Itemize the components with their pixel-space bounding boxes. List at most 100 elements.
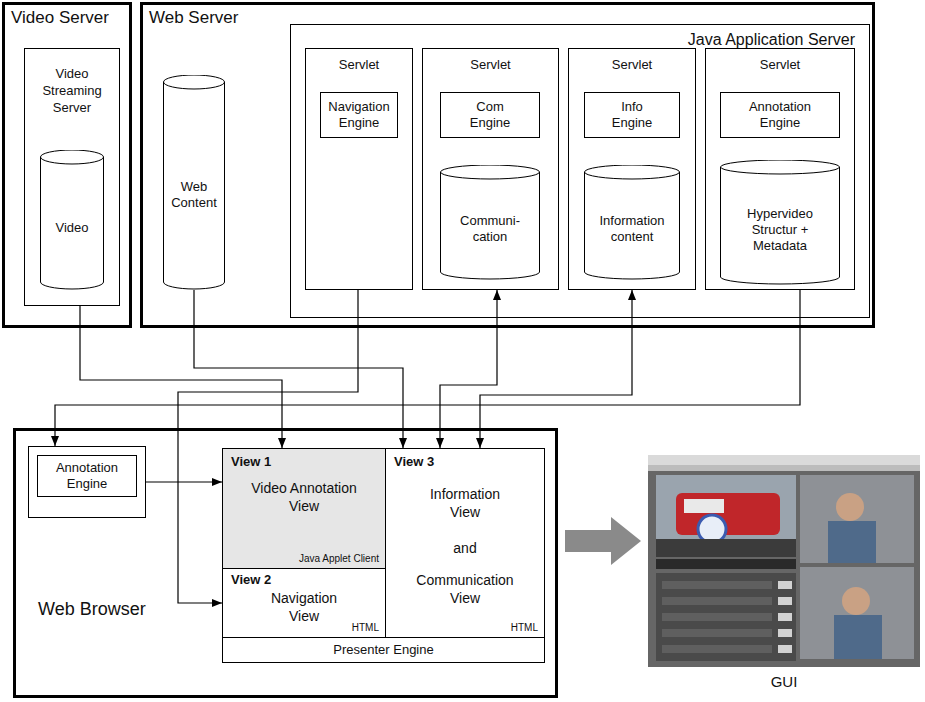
- person-figure: [834, 615, 882, 659]
- view-name: Communication View: [386, 571, 544, 607]
- cylinder-lip: [441, 172, 540, 179]
- engine-name: Annotation Engine: [37, 455, 137, 497]
- player-controls: [656, 559, 796, 569]
- view-name: and: [386, 539, 544, 557]
- engine-name: Info Engine: [585, 99, 679, 131]
- transition-arrow: [565, 515, 643, 567]
- gui-screenshot: [648, 455, 920, 667]
- client-box: Web Browser Annotation Engine View 1 Video …: [13, 428, 558, 698]
- cylinder-body: [721, 160, 840, 284]
- list-button: [778, 629, 792, 637]
- list-button: [778, 597, 792, 605]
- video-ground: [656, 539, 796, 557]
- database-name: Web Content: [163, 179, 225, 211]
- video-vehicle: [684, 499, 724, 513]
- figure-label: GUI: [759, 673, 809, 690]
- component-box: Video Streaming ServerVideo: [24, 48, 120, 306]
- server-title: Video Server: [11, 8, 109, 28]
- database-name: Video: [40, 220, 104, 236]
- list-button: [778, 645, 792, 653]
- database-cylinder: Web Content: [163, 75, 225, 290]
- servlet-box: ServletAnnotation EngineHypervideo Struc…: [705, 48, 855, 290]
- list-button: [778, 581, 792, 589]
- servlet-label: Servlet: [569, 57, 695, 72]
- view-number: View 1: [231, 454, 271, 469]
- cylinder-lip: [585, 172, 680, 179]
- server-title: Web Server: [149, 8, 238, 28]
- engine-box: Annotation Engine: [720, 92, 840, 138]
- video-pane: [656, 475, 796, 557]
- engine-box: Info Engine: [584, 92, 680, 138]
- view-name: Video Annotation View: [223, 479, 385, 515]
- cylinder-body: [441, 165, 540, 279]
- app-server-title: Java Application Server: [688, 31, 855, 49]
- toolbar: [648, 465, 920, 471]
- database-cylinder: Video: [40, 150, 104, 290]
- servlet-box: ServletInfo EngineInformation content: [568, 48, 696, 290]
- client-engine-box: Annotation Engine: [28, 446, 146, 518]
- database-cylinder: Communi- cation: [440, 165, 540, 280]
- navigation-list: [656, 573, 796, 661]
- data-flow-connector: [480, 290, 632, 448]
- presenter-bar: Presenter Engine: [222, 637, 545, 663]
- cylinder-lip: [721, 167, 840, 174]
- engine-name: Navigation Engine: [321, 99, 397, 131]
- toolbar: [648, 455, 920, 465]
- servlet-label: Servlet: [706, 57, 854, 72]
- technology-note: Java Applet Client: [299, 553, 379, 564]
- server-box: Web ServerWeb Content Java Application Se…: [140, 2, 875, 328]
- view-panel: View 2 Navigation ViewHTML: [222, 568, 386, 638]
- video-vehicle: [676, 493, 780, 535]
- list-row: [662, 645, 772, 653]
- servlet-box: ServletNavigation Engine: [305, 48, 413, 290]
- technology-note: HTML: [352, 622, 379, 633]
- person-figure: [828, 521, 876, 563]
- view-name: Information View: [386, 485, 544, 521]
- view-panel: View 1 Video Annotation ViewJava Applet C…: [222, 448, 386, 569]
- info-video-pane: [800, 567, 914, 659]
- screen-frame: [648, 455, 920, 667]
- data-flow-connector: [146, 481, 222, 482]
- servlet-label: Servlet: [423, 57, 558, 72]
- database-cylinder: Information content: [584, 165, 680, 280]
- list-button: [778, 613, 792, 621]
- list-row: [662, 597, 772, 605]
- engine-box: Com Engine: [440, 92, 540, 138]
- cylinder-body: [585, 165, 680, 279]
- data-flow-connector: [194, 290, 403, 448]
- database-name: Hypervideo Structur + Metadata: [720, 206, 840, 254]
- technology-note: HTML: [511, 622, 538, 633]
- person-figure: [836, 493, 864, 521]
- app-server-box: Java Application ServerServletNavigation…: [290, 24, 870, 318]
- data-flow-connector: [55, 290, 800, 446]
- cylinder-body: [41, 150, 104, 289]
- cylinder-lip: [41, 157, 104, 164]
- data-flow-connector: [440, 290, 497, 448]
- view-panel: View 3 Information View andCommunication V…: [385, 448, 545, 638]
- servlet-box: ServletCom EngineCommuni- cation: [422, 48, 559, 290]
- cylinder-body: [164, 75, 225, 289]
- annotation-marker: [698, 515, 726, 543]
- engine-name: Com Engine: [441, 99, 539, 131]
- database-name: Information content: [584, 213, 680, 245]
- list-row: [662, 581, 772, 589]
- servlet-label: Servlet: [306, 57, 412, 72]
- client-title: Web Browser: [38, 599, 146, 620]
- view-name: Navigation View: [223, 589, 385, 625]
- engine-box: Navigation Engine: [320, 92, 398, 138]
- database-name: Communi- cation: [440, 213, 540, 245]
- view-number: View 2: [231, 572, 271, 587]
- cylinder-lip: [164, 82, 225, 89]
- list-row: [662, 613, 772, 621]
- list-row: [662, 629, 772, 637]
- database-cylinder: Hypervideo Structur + Metadata: [720, 160, 840, 285]
- person-figure: [842, 587, 870, 615]
- server-box: Video ServerVideo Streaming ServerVideo: [2, 2, 132, 328]
- info-video-pane: [800, 475, 914, 563]
- cylinder-outline: [40, 150, 104, 290]
- component-name: Video Streaming Server: [25, 65, 119, 116]
- presenter-name: Presenter Engine: [223, 642, 544, 658]
- engine-name: Annotation Engine: [721, 99, 839, 131]
- arrow-shape: [565, 517, 641, 565]
- view-number: View 3: [394, 454, 434, 469]
